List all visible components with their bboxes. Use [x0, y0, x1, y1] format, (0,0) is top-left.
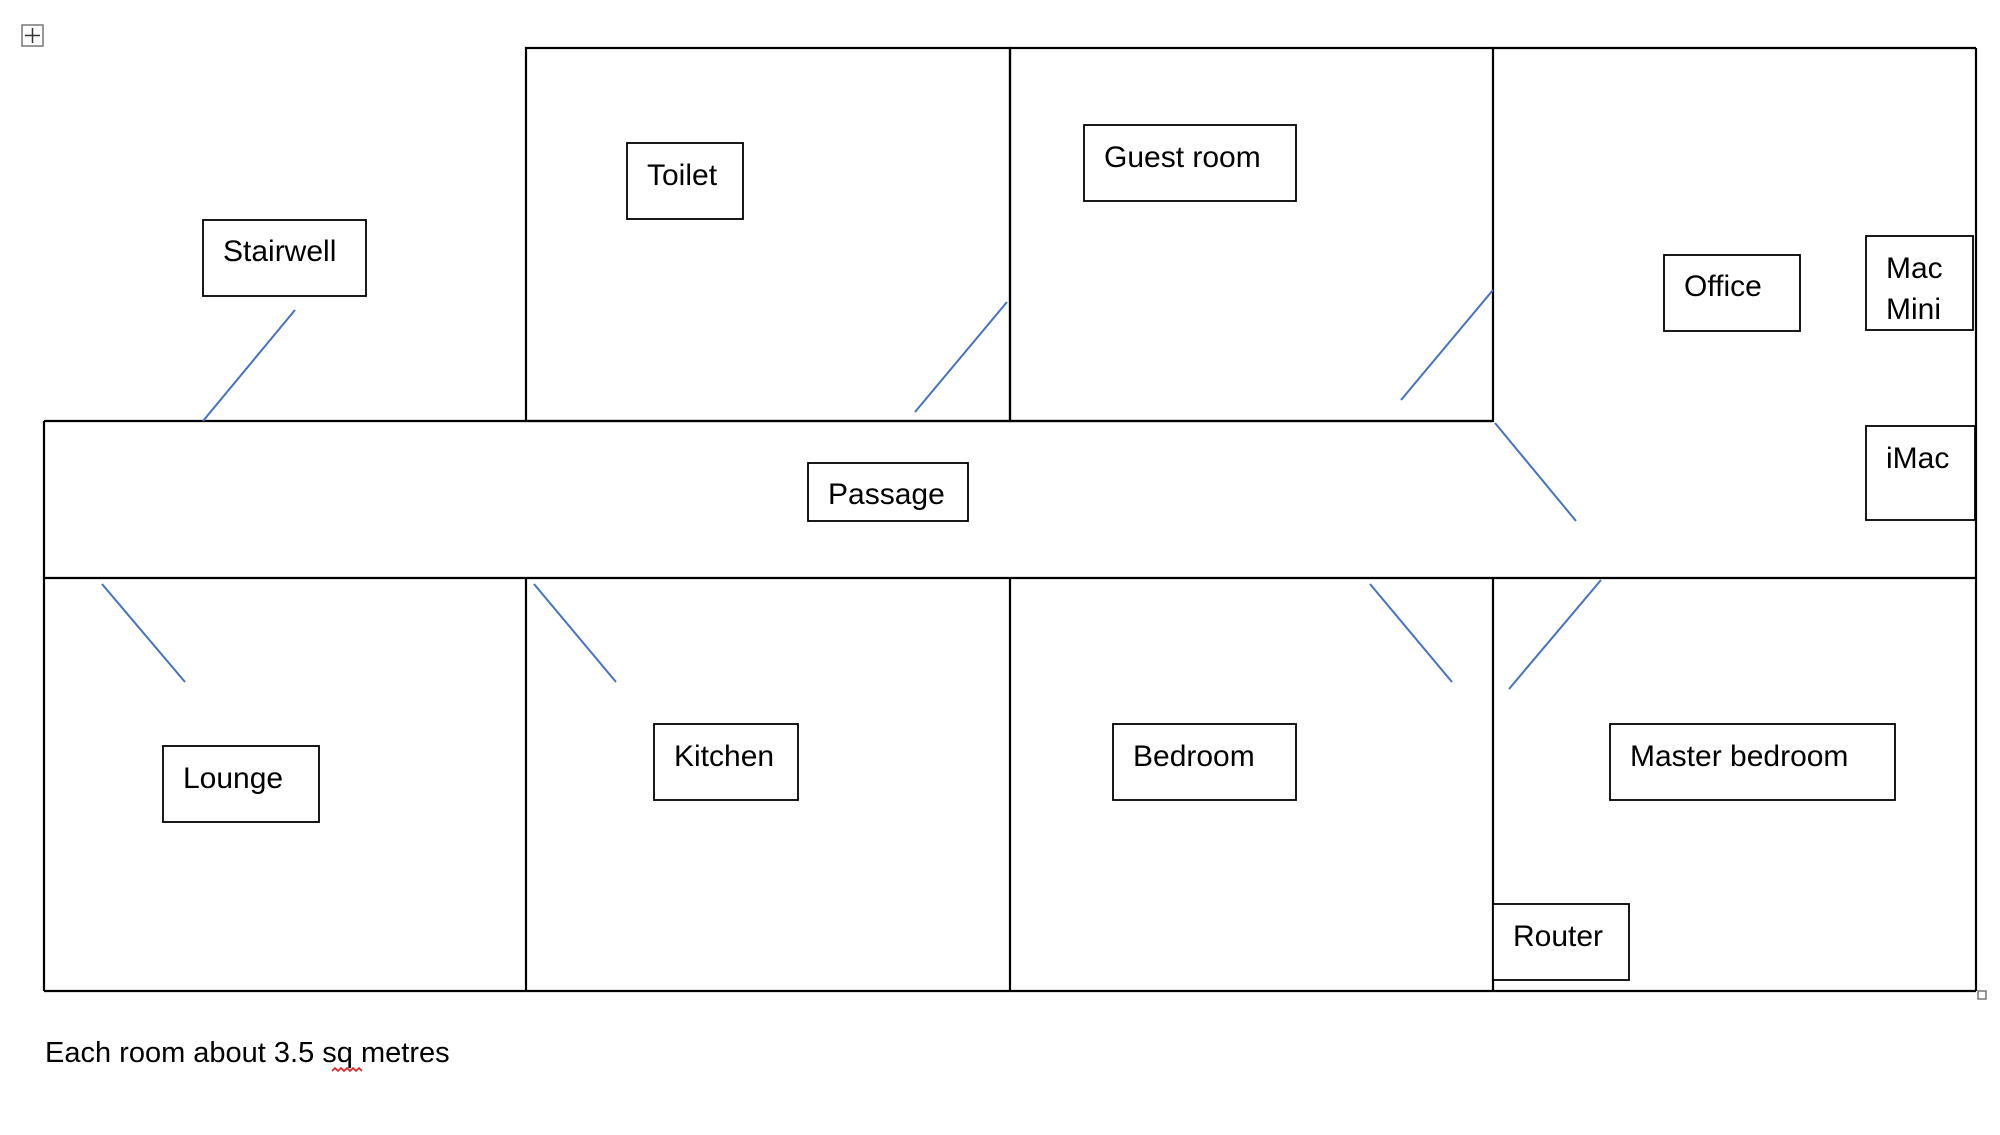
table-resize-handle-icon[interactable] — [1977, 990, 1987, 1000]
caption-text: Each room about 3.5 sq metres — [45, 1037, 450, 1069]
label-kitchen[interactable]: Kitchen — [653, 723, 799, 801]
label-stairwell[interactable]: Stairwell — [202, 219, 367, 297]
label-bedroom-text: Bedroom — [1133, 740, 1255, 773]
label-router-text: Router — [1513, 920, 1603, 953]
label-lounge-text: Lounge — [183, 762, 283, 795]
label-imac[interactable]: iMac — [1865, 425, 1976, 521]
label-bedroom[interactable]: Bedroom — [1112, 723, 1297, 801]
label-mac-mini-line2: Mini — [1886, 293, 1941, 326]
stairwell-door — [202, 309, 296, 422]
label-office[interactable]: Office — [1663, 254, 1801, 332]
label-imac-text: iMac — [1886, 442, 1949, 475]
label-lounge[interactable]: Lounge — [162, 745, 320, 823]
label-passage-text: Passage — [828, 478, 945, 511]
toilet-room-outline — [524, 46, 1012, 423]
walls — [42, 46, 1978, 993]
label-router[interactable]: Router — [1492, 903, 1630, 981]
doors — [101, 289, 1602, 690]
caption-before: Each room about 3.5 — [45, 1037, 322, 1069]
toilet-door — [914, 301, 1008, 413]
lounge-door — [101, 583, 186, 683]
label-toilet-text: Toilet — [647, 159, 718, 192]
label-mac-mini-line1: Mac — [1886, 252, 1943, 285]
guest-room-door — [1400, 289, 1494, 401]
label-guest-room-text: Guest room — [1104, 141, 1261, 174]
label-master-bedroom[interactable]: Master bedroom — [1609, 723, 1896, 801]
bedroom-door — [1369, 583, 1453, 683]
master-bedroom-door — [1508, 579, 1602, 690]
label-stairwell-text: Stairwell — [223, 235, 336, 268]
caption-after: metres — [353, 1037, 450, 1069]
guest-room-outline — [1008, 46, 1495, 423]
label-toilet[interactable]: Toilet — [626, 142, 744, 220]
label-kitchen-text: Kitchen — [674, 740, 774, 773]
office-door — [1494, 422, 1577, 522]
table-move-handle-icon[interactable] — [21, 24, 44, 47]
label-guest-room[interactable]: Guest room — [1083, 124, 1297, 202]
label-office-text: Office — [1684, 270, 1762, 303]
label-mac-mini[interactable]: Mac Mini — [1865, 235, 1974, 331]
label-passage[interactable]: Passage — [807, 462, 969, 522]
label-master-bedroom-text: Master bedroom — [1630, 740, 1848, 773]
kitchen-door — [533, 583, 617, 683]
caption-underlined: sq — [322, 1037, 353, 1069]
spellcheck-underline-icon — [331, 1066, 363, 1073]
